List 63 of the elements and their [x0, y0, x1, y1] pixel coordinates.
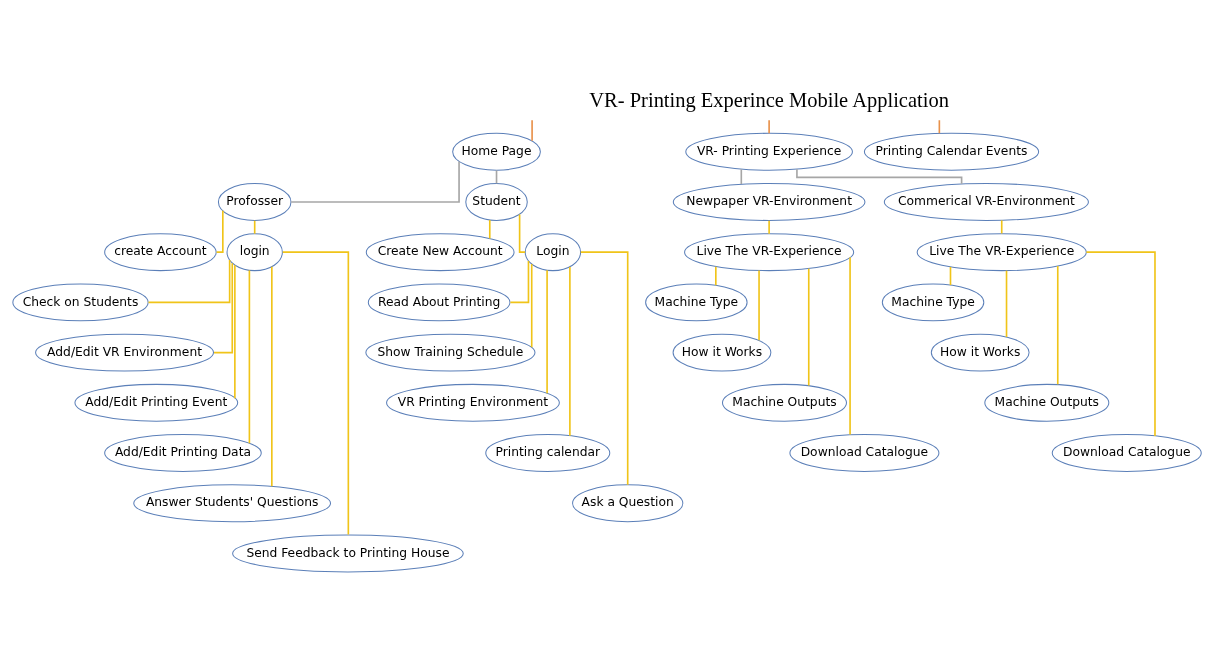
connector	[796, 168, 963, 185]
connector	[530, 263, 533, 348]
node-ellipse: Answer Students' Questions	[133, 484, 332, 523]
node-ellipse: Live The VR-Experience	[684, 233, 855, 272]
node-ellipse: Student	[465, 183, 528, 221]
connector	[213, 262, 234, 354]
connector	[253, 219, 256, 235]
node-ellipse: Printing Calendar Events	[863, 132, 1040, 171]
connector	[281, 251, 350, 536]
connector	[488, 219, 491, 240]
connector	[546, 269, 548, 395]
node-ellipse: Machine Type	[645, 283, 748, 322]
node-ellipse: Check on Students	[12, 283, 149, 322]
node-ellipse: create Account	[104, 233, 217, 272]
connector	[234, 264, 236, 399]
connector	[1005, 269, 1008, 338]
connector	[949, 266, 952, 286]
node-ellipse: Newpaper VR-Environment	[672, 183, 866, 221]
connector	[715, 265, 717, 287]
connector	[579, 251, 629, 486]
node-ellipse: Profosser	[217, 183, 292, 221]
connector	[768, 219, 770, 235]
node-ellipse: How it Works	[672, 333, 772, 372]
connector	[290, 160, 460, 203]
node-ellipse: Login	[524, 233, 582, 272]
node-ellipse: VR- Printing Experience	[685, 132, 853, 171]
connector	[740, 168, 743, 185]
connector	[1085, 251, 1156, 437]
node-ellipse: Create New Account	[365, 233, 515, 272]
connector	[849, 256, 851, 436]
connector	[509, 260, 530, 304]
connector	[531, 119, 533, 142]
node-ellipse: Download Catalogue	[789, 434, 940, 472]
node-ellipse: Home Page	[452, 132, 541, 171]
node-ellipse: Read About Printing	[367, 283, 511, 322]
node-ellipse: Machine Outputs	[722, 383, 847, 422]
connector	[569, 266, 571, 437]
node-ellipse: Show Training Schedule	[365, 333, 536, 372]
node-ellipse: Send Feedback to Printing House	[232, 534, 464, 573]
node-ellipse: Add/Edit Printing Data	[104, 434, 262, 472]
node-ellipse: Ask a Question	[572, 484, 684, 523]
connector	[807, 267, 810, 387]
connector	[147, 259, 231, 304]
node-ellipse: How it Works	[930, 333, 1030, 372]
connector	[271, 265, 273, 488]
node-text: VR- Printing Experince Mobile Application	[589, 88, 949, 111]
node-ellipse: VR Printing Environment	[386, 383, 560, 422]
connector	[518, 213, 526, 253]
connector	[215, 209, 224, 253]
node-ellipse: Machine Type	[881, 283, 985, 322]
node-ellipse: Printing calendar	[485, 434, 611, 472]
connector	[758, 269, 760, 342]
node-ellipse: login	[226, 233, 283, 272]
node-ellipse: Download Catalogue	[1051, 434, 1202, 472]
node-ellipse: Add/Edit Printing Event	[74, 383, 239, 422]
node-ellipse: Add/Edit VR Environment	[35, 333, 214, 372]
connector	[248, 269, 251, 445]
node-ellipse: Machine Outputs	[984, 383, 1110, 422]
connector	[1000, 219, 1003, 235]
connector	[1056, 265, 1059, 386]
connector	[768, 119, 770, 135]
node-ellipse: Live The VR-Experience	[916, 233, 1087, 272]
node-ellipse: Commerical VR-Environment	[883, 183, 1089, 221]
